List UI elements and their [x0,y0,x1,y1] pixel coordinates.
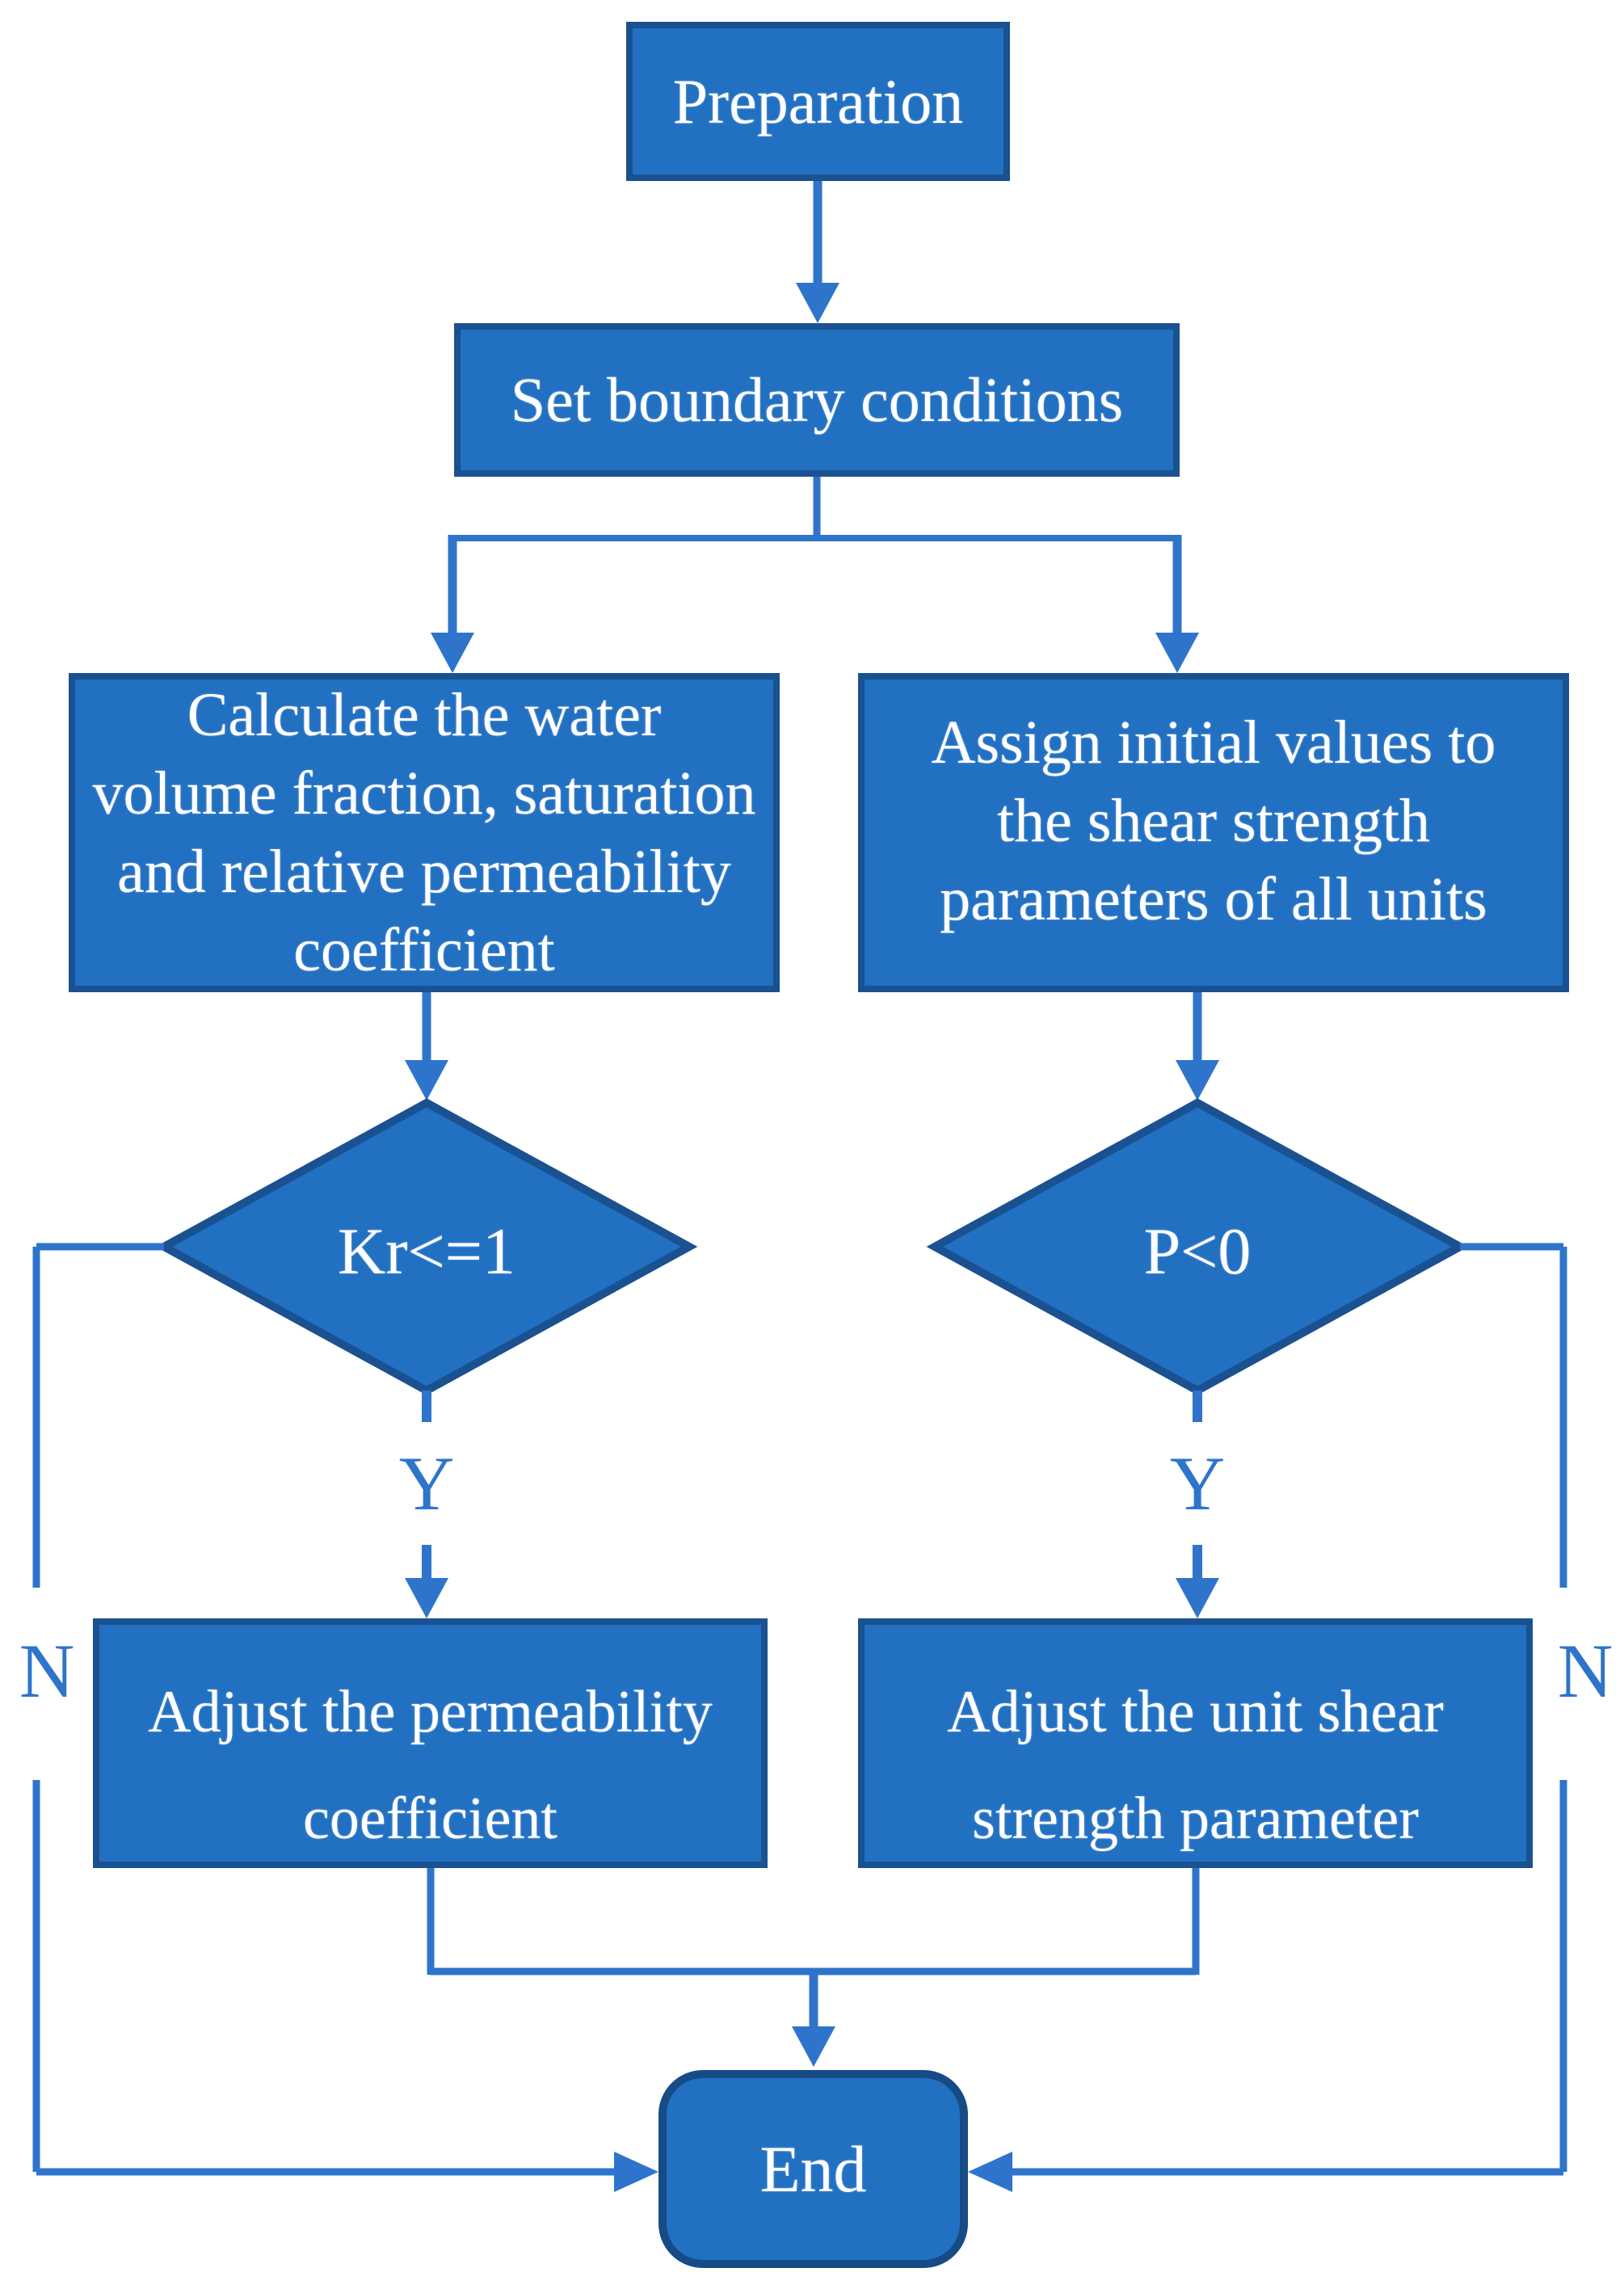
node-calc-line-3: and relative permeability [117,837,731,906]
branch-label-yes-left: Y [398,1441,455,1526]
node-adjust-perm-line-2: coefficient [302,1786,557,1852]
decision-kr-shape [155,1098,698,1395]
branch-label-yes-right: Y [1169,1441,1226,1526]
arrowhead-adjust-perm [405,1578,448,1618]
node-set-boundary-label: Set boundary conditions [510,364,1124,435]
node-adjust-shear-line-1: Adjust the unit shear [947,1679,1444,1745]
node-assign-line-2: the shear strength [996,787,1431,855]
decision-kr-label: Kr<=1 [337,1214,516,1288]
arrowhead-adjust-shear [1176,1578,1219,1618]
arrowhead-assign [1155,633,1199,673]
branch-label-no-left: N [19,1628,75,1714]
arrowhead-setboundary [796,283,839,323]
node-adjust-permeability: Adjust the permeability coefficient [93,1618,768,1868]
arrowhead-pdecision [1176,1060,1219,1100]
node-calc-line-4: coefficient [293,915,555,984]
arrowhead-end-right [968,2152,1012,2192]
node-calc-line-2: volume fraction, saturation [92,759,756,827]
node-adjust-shear-line-2: strength parameter [972,1786,1419,1852]
node-calculate-water-volume: Calculate the water volume fraction, sat… [69,673,780,992]
arrowhead-calc [431,633,474,673]
arrowhead-end-left [614,2152,658,2192]
node-assign-line-3: parameters of all units [940,865,1487,933]
branch-label-no-right: N [1557,1628,1613,1714]
node-preparation-label: Preparation [672,65,964,137]
node-end-label: End [759,2131,867,2206]
decision-p-label: P<0 [1143,1214,1252,1288]
node-adjust-perm-line-1: Adjust the permeability [148,1679,713,1745]
node-set-boundary-conditions: Set boundary conditions [454,323,1180,477]
node-end: End [658,2070,968,2268]
node-preparation: Preparation [626,22,1010,181]
node-adjust-shear-strength: Adjust the unit shear strength parameter [858,1618,1533,1868]
node-calc-line-1: Calculate the water [187,680,662,749]
node-assign-initial-values: Assign initial values to the shear stren… [858,673,1569,992]
arrowhead-end-top [792,2026,835,2067]
arrowhead-krdecision [405,1060,448,1100]
node-assign-line-1: Assign initial values to [931,709,1496,776]
